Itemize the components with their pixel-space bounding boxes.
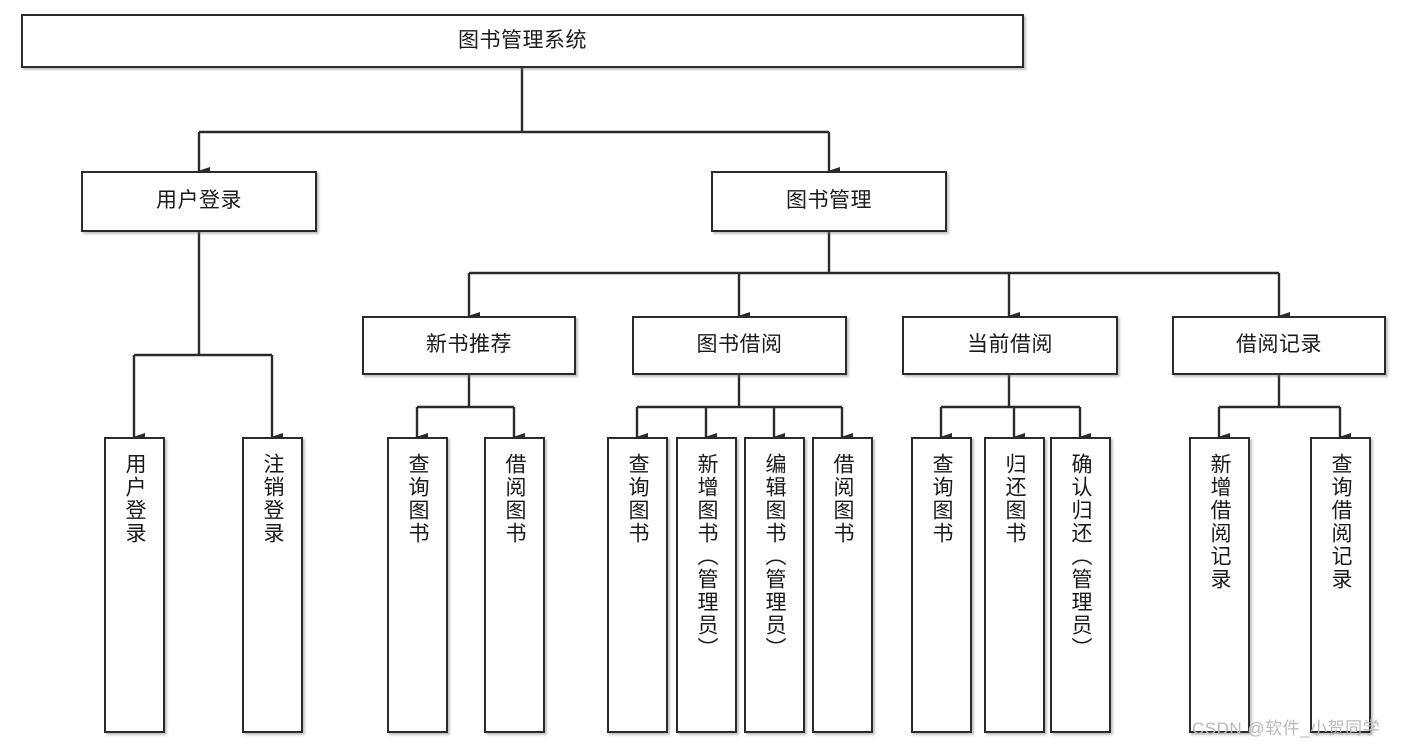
- node-label: 借阅记录: [1236, 333, 1322, 357]
- node-label: 编辑图书（管理员）: [763, 453, 786, 660]
- node-leaf-query-record[interactable]: 查询借阅记录: [1310, 437, 1371, 733]
- node-leaf-logout[interactable]: 注销登录: [242, 437, 303, 733]
- node-leaf-add-record[interactable]: 新增借阅记录: [1189, 437, 1250, 733]
- node-leaf-query-book-3[interactable]: 查询图书: [911, 437, 972, 733]
- node-leaf-borrow-book-1[interactable]: 借阅图书: [484, 437, 545, 733]
- node-label: 图书管理: [786, 189, 872, 213]
- node-label: 图书借阅: [696, 333, 783, 357]
- node-current-borrow[interactable]: 当前借阅: [902, 316, 1118, 375]
- node-label: 新增借阅记录: [1208, 453, 1231, 591]
- node-book-manage[interactable]: 图书管理: [711, 171, 947, 232]
- node-label: 当前借阅: [967, 333, 1053, 357]
- node-label: 新增图书（管理员）: [695, 453, 718, 660]
- node-leaf-borrow-book-2[interactable]: 借阅图书: [812, 437, 873, 733]
- node-label: 查询图书: [406, 453, 429, 545]
- node-label: 借阅图书: [831, 453, 854, 545]
- node-label: 用户登录: [156, 189, 242, 213]
- node-label: 查询图书: [626, 453, 649, 545]
- node-leaf-return-book[interactable]: 归还图书: [984, 437, 1045, 733]
- node-label: 查询借阅记录: [1329, 453, 1352, 591]
- node-label: 归还图书: [1003, 453, 1026, 545]
- node-label: 新书推荐: [426, 333, 512, 357]
- node-leaf-user-login[interactable]: 用户登录: [104, 437, 165, 733]
- node-root[interactable]: 图书管理系统: [21, 14, 1024, 68]
- node-label: 查询图书: [930, 453, 953, 545]
- node-leaf-confirm-return[interactable]: 确认归还（管理员）: [1050, 437, 1111, 733]
- node-leaf-query-book-1[interactable]: 查询图书: [387, 437, 448, 733]
- node-user-login[interactable]: 用户登录: [81, 171, 317, 232]
- node-label: 借阅图书: [503, 453, 526, 545]
- node-leaf-add-book[interactable]: 新增图书（管理员）: [676, 437, 737, 733]
- node-borrow-record[interactable]: 借阅记录: [1172, 316, 1386, 375]
- node-label: 用户登录: [123, 453, 146, 545]
- node-label: 确认归还（管理员）: [1069, 453, 1092, 660]
- node-label: 图书管理系统: [458, 28, 587, 52]
- node-leaf-query-book-2[interactable]: 查询图书: [607, 437, 668, 733]
- node-new-book-recommend[interactable]: 新书推荐: [362, 316, 576, 375]
- node-book-borrow[interactable]: 图书借阅: [632, 316, 847, 375]
- node-label: 注销登录: [261, 453, 284, 545]
- node-leaf-edit-book[interactable]: 编辑图书（管理员）: [744, 437, 805, 733]
